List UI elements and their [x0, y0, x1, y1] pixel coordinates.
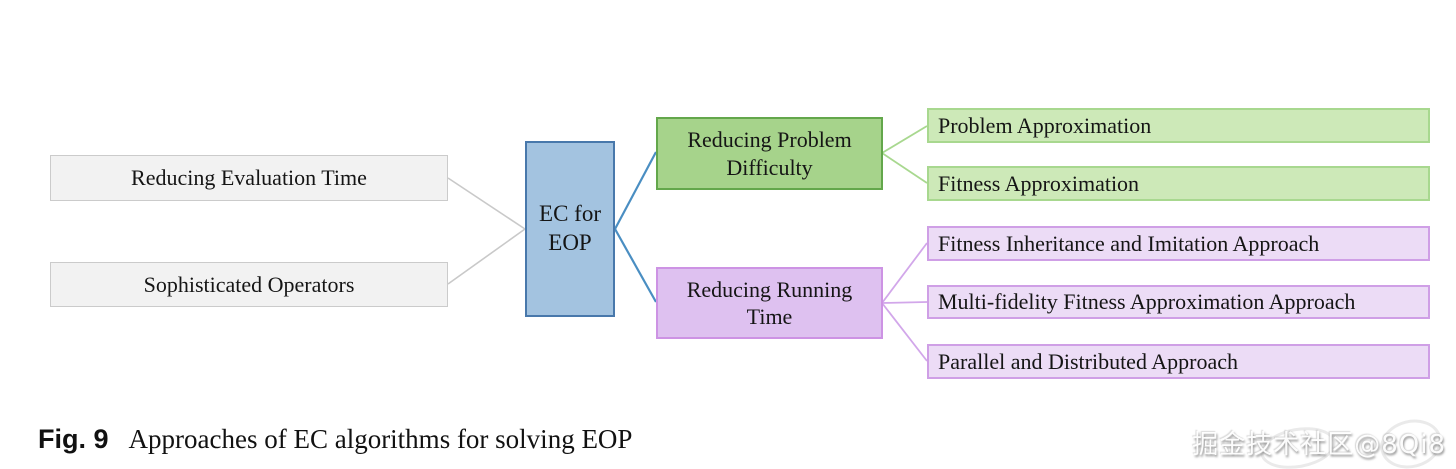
connector-branch1-child2 [881, 152, 928, 184]
node-multi-fidelity-fitness-approximation: Multi-fidelity Fitness Approximation App… [927, 285, 1430, 319]
connector-branch2-child2 [881, 301, 928, 304]
node-label: Multi-fidelity Fitness Approximation App… [938, 289, 1356, 315]
node-parallel-distributed: Parallel and Distributed Approach [927, 344, 1430, 379]
node-fitness-approximation: Fitness Approximation [927, 166, 1430, 201]
node-reducing-running-time: Reducing Running Time [656, 267, 883, 339]
connector-branch2-child1 [881, 242, 928, 304]
node-label: Sophisticated Operators [143, 271, 355, 297]
node-label: Parallel and Distributed Approach [938, 348, 1238, 374]
node-ec-for-eop: EC for EOP [525, 141, 615, 317]
node-label: Fitness Inheritance and Imitation Approa… [938, 230, 1320, 256]
connector-root-branch1 [614, 151, 657, 230]
connector-left1-root [447, 177, 526, 230]
node-label: Reducing Running Time [686, 276, 853, 330]
figure-caption-text: Approaches of EC algorithms for solving … [128, 424, 633, 454]
node-label: EC for EOP [539, 201, 601, 255]
node-reducing-evaluation-time: Reducing Evaluation Time [50, 155, 448, 201]
figure-caption-label: Fig. 9 [38, 424, 109, 454]
connector-branch1-child1 [881, 125, 928, 154]
connector-branch2-child3 [881, 302, 928, 362]
node-reducing-problem-difficulty: Reducing Problem Difficulty [656, 117, 883, 190]
node-problem-approximation: Problem Approximation [927, 108, 1430, 143]
node-label: Reducing Problem Difficulty [687, 127, 852, 180]
connector-left2-root [447, 228, 526, 285]
figure-caption: Fig. 9 Approaches of EC algorithms for s… [38, 424, 632, 455]
connector-root-branch2 [614, 228, 657, 303]
node-fitness-inheritance-imitation: Fitness Inheritance and Imitation Approa… [927, 226, 1430, 261]
node-label: Reducing Evaluation Time [131, 165, 367, 191]
node-sophisticated-operators: Sophisticated Operators [50, 262, 448, 307]
node-label: Problem Approximation [938, 112, 1152, 138]
watermark-text: 掘金技术社区@8Qi8 [1192, 430, 1446, 460]
node-label: Fitness Approximation [938, 170, 1140, 196]
